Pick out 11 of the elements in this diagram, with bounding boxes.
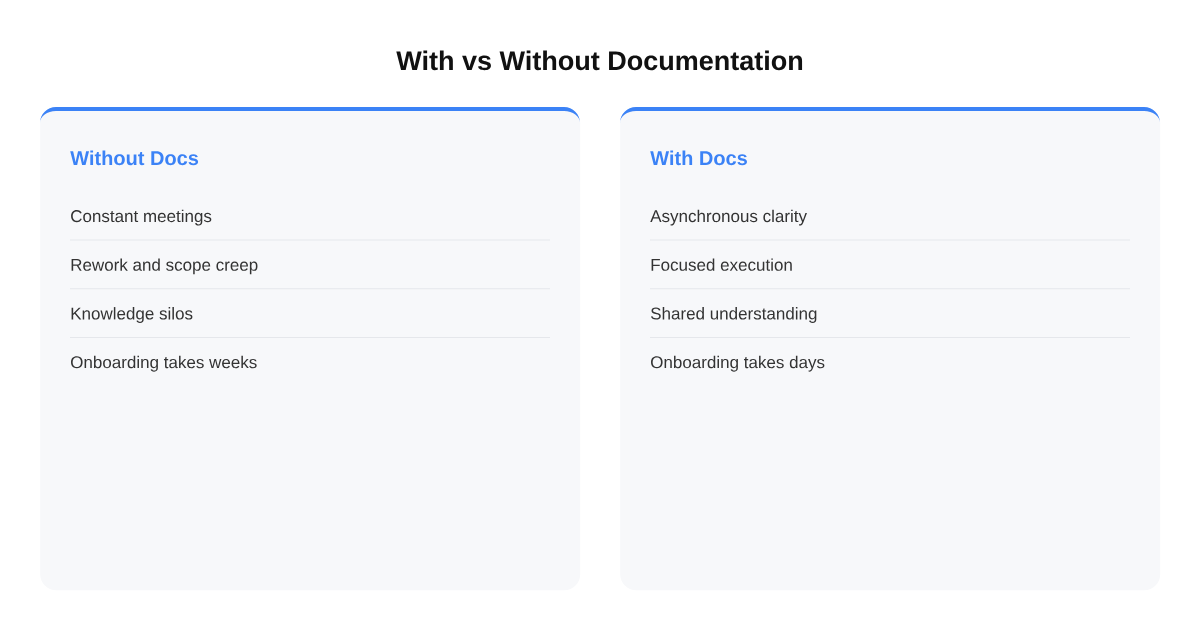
card-heading: With Docs (650, 150, 747, 166)
list-item: Shared understanding (650, 307, 817, 323)
list-item: Constant meetings (71, 209, 212, 226)
list-item: Focused execution (651, 258, 792, 271)
chart-title: With vs Without Documentation (396, 50, 803, 71)
list-item: Asynchronous clarity (650, 209, 807, 226)
list-item: Rework and scope creep (71, 258, 258, 275)
list-item: Knowledge silos (71, 307, 193, 323)
list-item: Onboarding takes days (651, 355, 825, 372)
list-item: Onboarding takes weeks (71, 355, 257, 372)
card-heading: Without Docs (70, 150, 199, 166)
